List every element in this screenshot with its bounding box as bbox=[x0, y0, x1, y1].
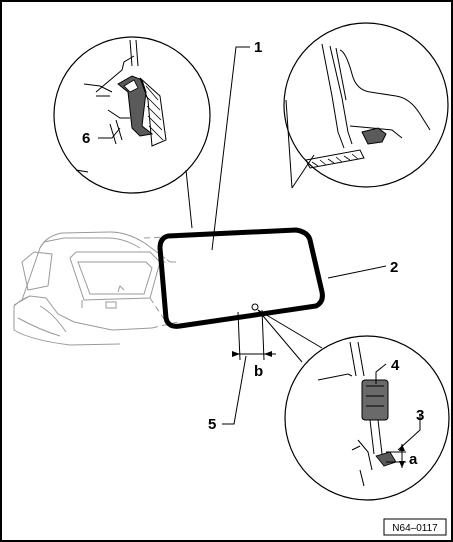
detail-circle-upper-edge bbox=[283, 22, 449, 189]
label-4: 4 bbox=[391, 357, 400, 374]
leader-1 bbox=[211, 46, 250, 251]
leader-5 bbox=[222, 355, 247, 425]
windshield-glass bbox=[157, 227, 325, 329]
detail-circle-spacer bbox=[257, 309, 450, 501]
label-b: b bbox=[254, 363, 263, 380]
detail-circle-retainer bbox=[53, 36, 211, 229]
label-1: 1 bbox=[254, 39, 262, 56]
label-6: 6 bbox=[82, 130, 90, 147]
reference-code-box: N64–0117 bbox=[383, 518, 447, 536]
leader-3 bbox=[397, 414, 421, 451]
dimension-b-marker bbox=[232, 309, 276, 361]
leader-2 bbox=[327, 265, 387, 279]
leader-4 bbox=[375, 363, 387, 384]
label-2: 2 bbox=[390, 259, 398, 276]
leader-lines bbox=[98, 46, 421, 451]
label-3: 3 bbox=[416, 407, 424, 424]
reference-code: N64–0117 bbox=[392, 523, 438, 534]
label-5: 5 bbox=[208, 416, 216, 433]
label-a: a bbox=[409, 451, 418, 468]
sensor-dot bbox=[251, 303, 259, 311]
leader-6 bbox=[98, 127, 121, 139]
